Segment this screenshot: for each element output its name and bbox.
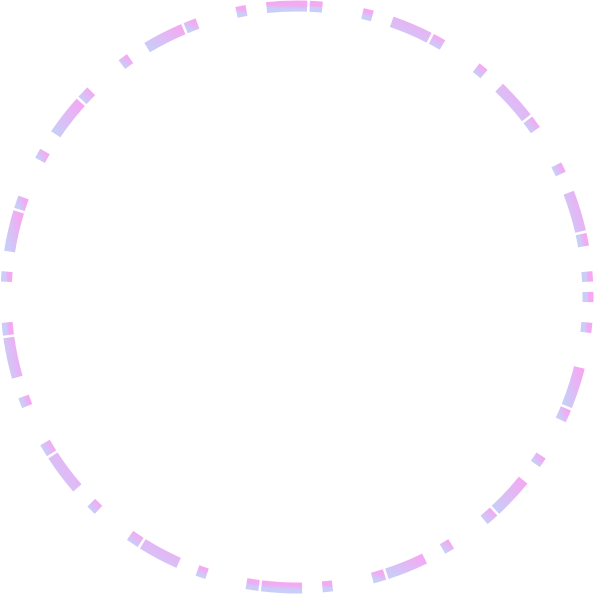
ring-dash-segment xyxy=(18,394,33,409)
ring-dash-segment xyxy=(195,565,209,579)
ring-dash-segment xyxy=(14,195,29,212)
ring-dash-segment xyxy=(139,539,181,568)
ring-dash-segment xyxy=(495,83,531,122)
ring-dash-segment xyxy=(260,580,303,594)
ring-dash-segment xyxy=(1,321,14,336)
ring-dash-segment xyxy=(3,336,23,379)
ring-dash-segment xyxy=(561,366,585,409)
ring-dash-segment xyxy=(0,271,13,283)
ring-dash-segment xyxy=(78,87,96,105)
ring-dash-segment xyxy=(555,406,571,423)
ring-dash-segment xyxy=(480,507,498,525)
ring-dash-segment xyxy=(40,439,57,457)
ring-dash-segment xyxy=(4,210,24,253)
ring-dash-segment xyxy=(551,162,566,177)
ring-dash-segment xyxy=(472,63,488,79)
ring-dash-segment xyxy=(580,321,593,334)
ring-dash-segment xyxy=(144,24,186,53)
ring-dash-segment xyxy=(370,569,387,584)
ring-dash-segment xyxy=(530,452,546,468)
ring-dash-segment xyxy=(309,0,323,13)
ring-dash-segment xyxy=(183,18,200,34)
ring-dash-segment xyxy=(48,452,82,492)
ring-dash-segment xyxy=(87,498,103,514)
ring-dash-segment xyxy=(245,578,260,591)
ring-dash-segment xyxy=(35,148,50,163)
ring-dash-segment xyxy=(491,476,528,514)
ring-dash-segment xyxy=(523,116,540,134)
ring-dash-segment xyxy=(321,580,334,593)
ring-dash-segment xyxy=(361,8,374,22)
ring-dash-segment xyxy=(51,98,85,138)
ring-dash-segment xyxy=(428,34,446,50)
ring-dash-segment xyxy=(389,16,432,43)
ring-dash-segment xyxy=(581,271,594,283)
ring-dash-segment xyxy=(126,530,144,548)
ring-dash-segment xyxy=(563,190,586,233)
ring-dash-segment xyxy=(385,553,427,579)
ring-dash-segment xyxy=(118,54,134,70)
ring-dash-segment xyxy=(575,232,589,248)
ring-dash-segment xyxy=(235,5,248,18)
ring-dash-segment xyxy=(266,0,308,14)
ring-dash-segment xyxy=(439,539,455,554)
